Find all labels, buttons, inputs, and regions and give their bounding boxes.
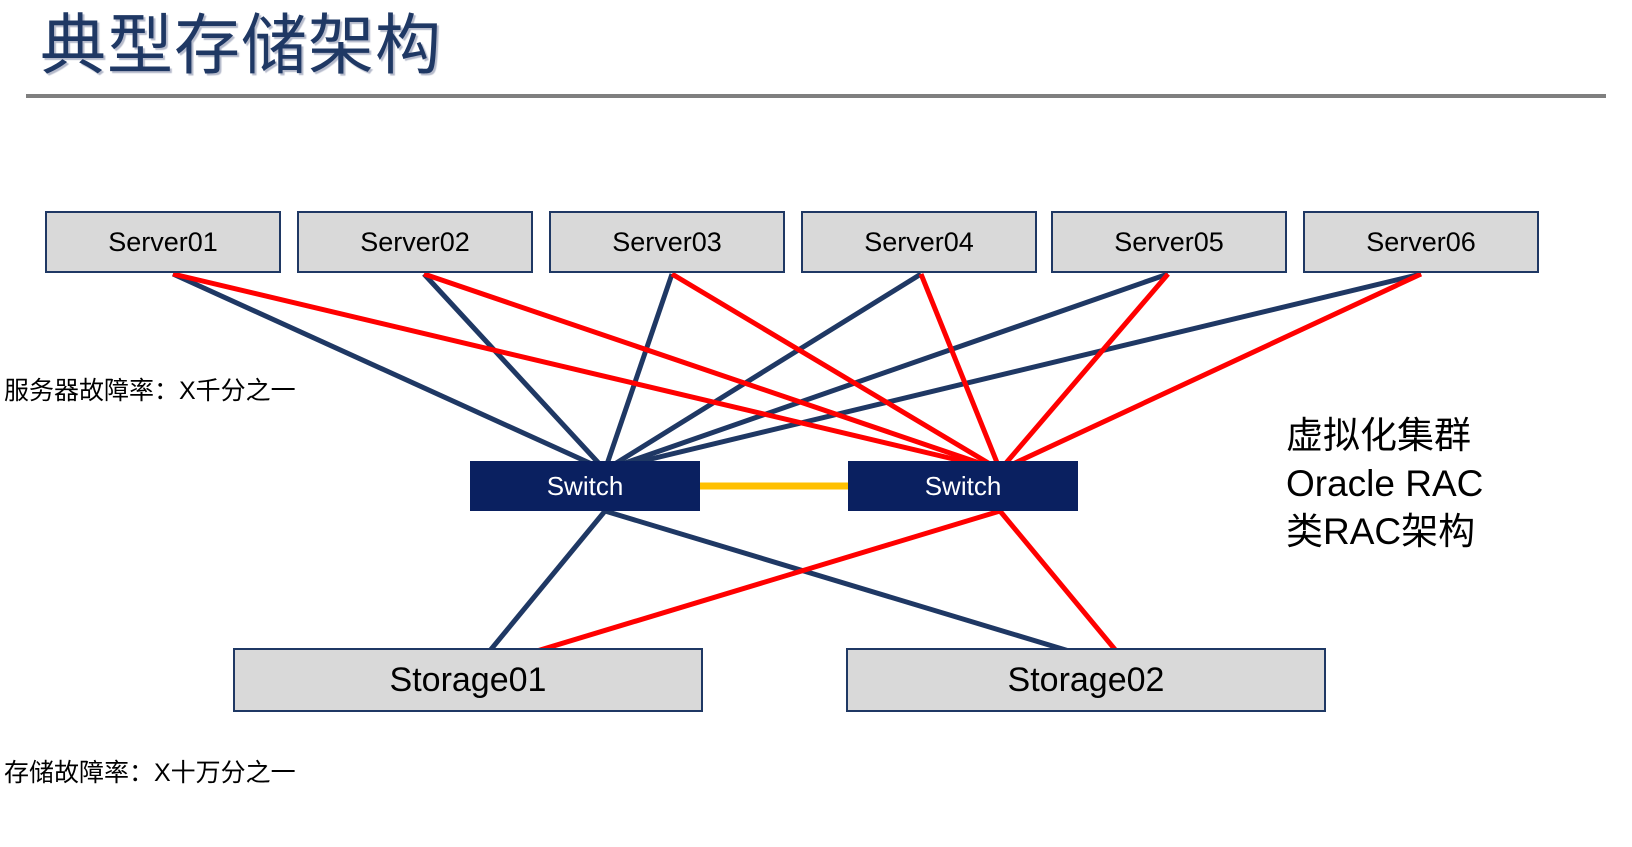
node-label: Server03 (612, 226, 722, 257)
page-title: 典型存储架构 (40, 8, 442, 82)
cluster-note-line-2: Oracle RAC (1286, 463, 1484, 504)
node-label: Server02 (360, 226, 470, 257)
link-server06-switchB (998, 271, 1423, 473)
link-server03-switchB (670, 271, 1002, 473)
cluster-note-line-1: 虚拟化集群 (1286, 415, 1471, 456)
server-failure-rate-note: 服务器故障率：X千分之一 (4, 377, 296, 405)
link-switchA-storage02 (604, 508, 1133, 673)
node-label: Server06 (1366, 226, 1476, 257)
node-storage01[interactable]: Storage01 (233, 648, 703, 712)
link-server05-switchB (998, 272, 1170, 472)
links-switchA-storage (472, 508, 1133, 673)
link-server02-switchB (423, 271, 1001, 473)
node-label: Switch (924, 470, 1002, 501)
node-label: Storage02 (1007, 660, 1165, 699)
node-server03[interactable]: Server03 (549, 211, 785, 273)
node-server06[interactable]: Server06 (1303, 211, 1539, 273)
link-server06-switchA (604, 271, 1422, 473)
link-switchB-storage01 (473, 508, 1001, 673)
storage-failure-rate-note: 存储故障率：X十万分之一 (4, 759, 296, 787)
node-switch-a[interactable]: Switch (470, 461, 700, 511)
link-switchA-storage01 (472, 509, 607, 672)
node-server02[interactable]: Server02 (297, 211, 533, 273)
title-divider (26, 94, 1606, 98)
node-server05[interactable]: Server05 (1051, 211, 1287, 273)
link-switchB-storage02 (998, 509, 1134, 672)
link-server04-switchA (603, 271, 923, 473)
links-to-switch-a (171, 271, 1422, 473)
cluster-note-line-3: 类RAC架构 (1286, 511, 1476, 552)
node-server01[interactable]: Server01 (45, 211, 281, 273)
link-server01-switchB (172, 271, 1001, 473)
link-server04-switchB (918, 273, 1003, 471)
node-label: Server04 (864, 226, 974, 257)
link-server03-switchA (602, 273, 675, 471)
node-server04[interactable]: Server04 (801, 211, 1037, 273)
links-to-switch-b (172, 271, 1423, 473)
node-label: Storage01 (389, 660, 547, 699)
node-label: Server01 (108, 226, 218, 257)
links-switchB-storage (473, 508, 1134, 673)
cluster-note: 虚拟化集群 Oracle RAC 类RAC架构 (1286, 412, 1483, 556)
link-server01-switchA (171, 271, 607, 473)
node-label: Switch (546, 470, 624, 501)
node-switch-b[interactable]: Switch (848, 461, 1078, 511)
link-server02-switchA (422, 272, 607, 472)
link-server05-switchA (604, 271, 1169, 473)
node-storage02[interactable]: Storage02 (846, 648, 1326, 712)
node-label: Server05 (1114, 226, 1224, 257)
